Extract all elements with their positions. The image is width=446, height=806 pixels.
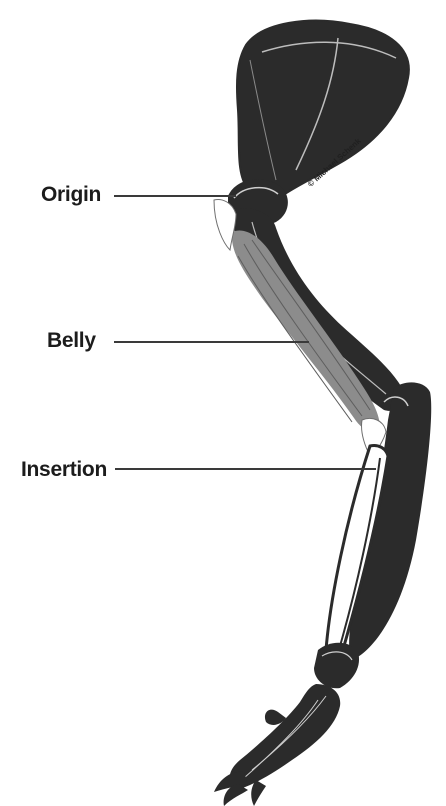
- claw-3: [251, 780, 266, 806]
- insertion-leader-line: [115, 468, 376, 470]
- origin-leader-line: [114, 195, 236, 197]
- insertion-label: Insertion: [21, 458, 107, 482]
- origin-label: Origin: [41, 183, 101, 207]
- belly-leader-line: [114, 341, 309, 343]
- wrist: [314, 643, 359, 689]
- belly-label: Belly: [47, 329, 96, 353]
